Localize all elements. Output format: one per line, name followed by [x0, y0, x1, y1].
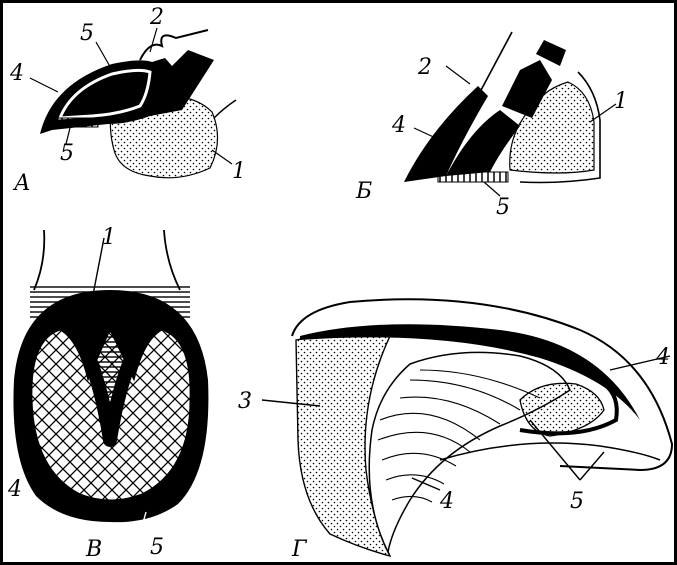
label-g-3: 3: [238, 389, 252, 414]
panel-letter-a: А: [12, 171, 31, 196]
label-a-4: 4: [9, 61, 24, 86]
label-b-5: 5: [496, 195, 510, 220]
label-v-4: 4: [7, 477, 22, 502]
label-b-4: 4: [391, 113, 406, 138]
panel-b-sole: [438, 172, 508, 182]
label-a-2: 2: [149, 5, 164, 30]
label-v-5: 5: [150, 535, 164, 560]
label-v-1: 1: [102, 225, 116, 250]
panel-letter-g: Г: [291, 537, 308, 562]
label-g-4-bottom: 4: [439, 489, 454, 514]
label-a-5-top: 5: [80, 21, 94, 46]
label-g-4-top: 4: [655, 345, 670, 370]
label-b-1: 1: [614, 89, 628, 114]
panel-a-sole: [58, 118, 98, 127]
label-b-2: 2: [417, 55, 432, 80]
panel-v-top-band: [30, 286, 190, 318]
label-g-5: 5: [570, 489, 584, 514]
label-a-1: 1: [232, 159, 246, 184]
panel-letter-b: Б: [355, 179, 372, 204]
panel-letter-v: В: [85, 537, 102, 562]
label-a-5-bottom: 5: [60, 141, 74, 166]
